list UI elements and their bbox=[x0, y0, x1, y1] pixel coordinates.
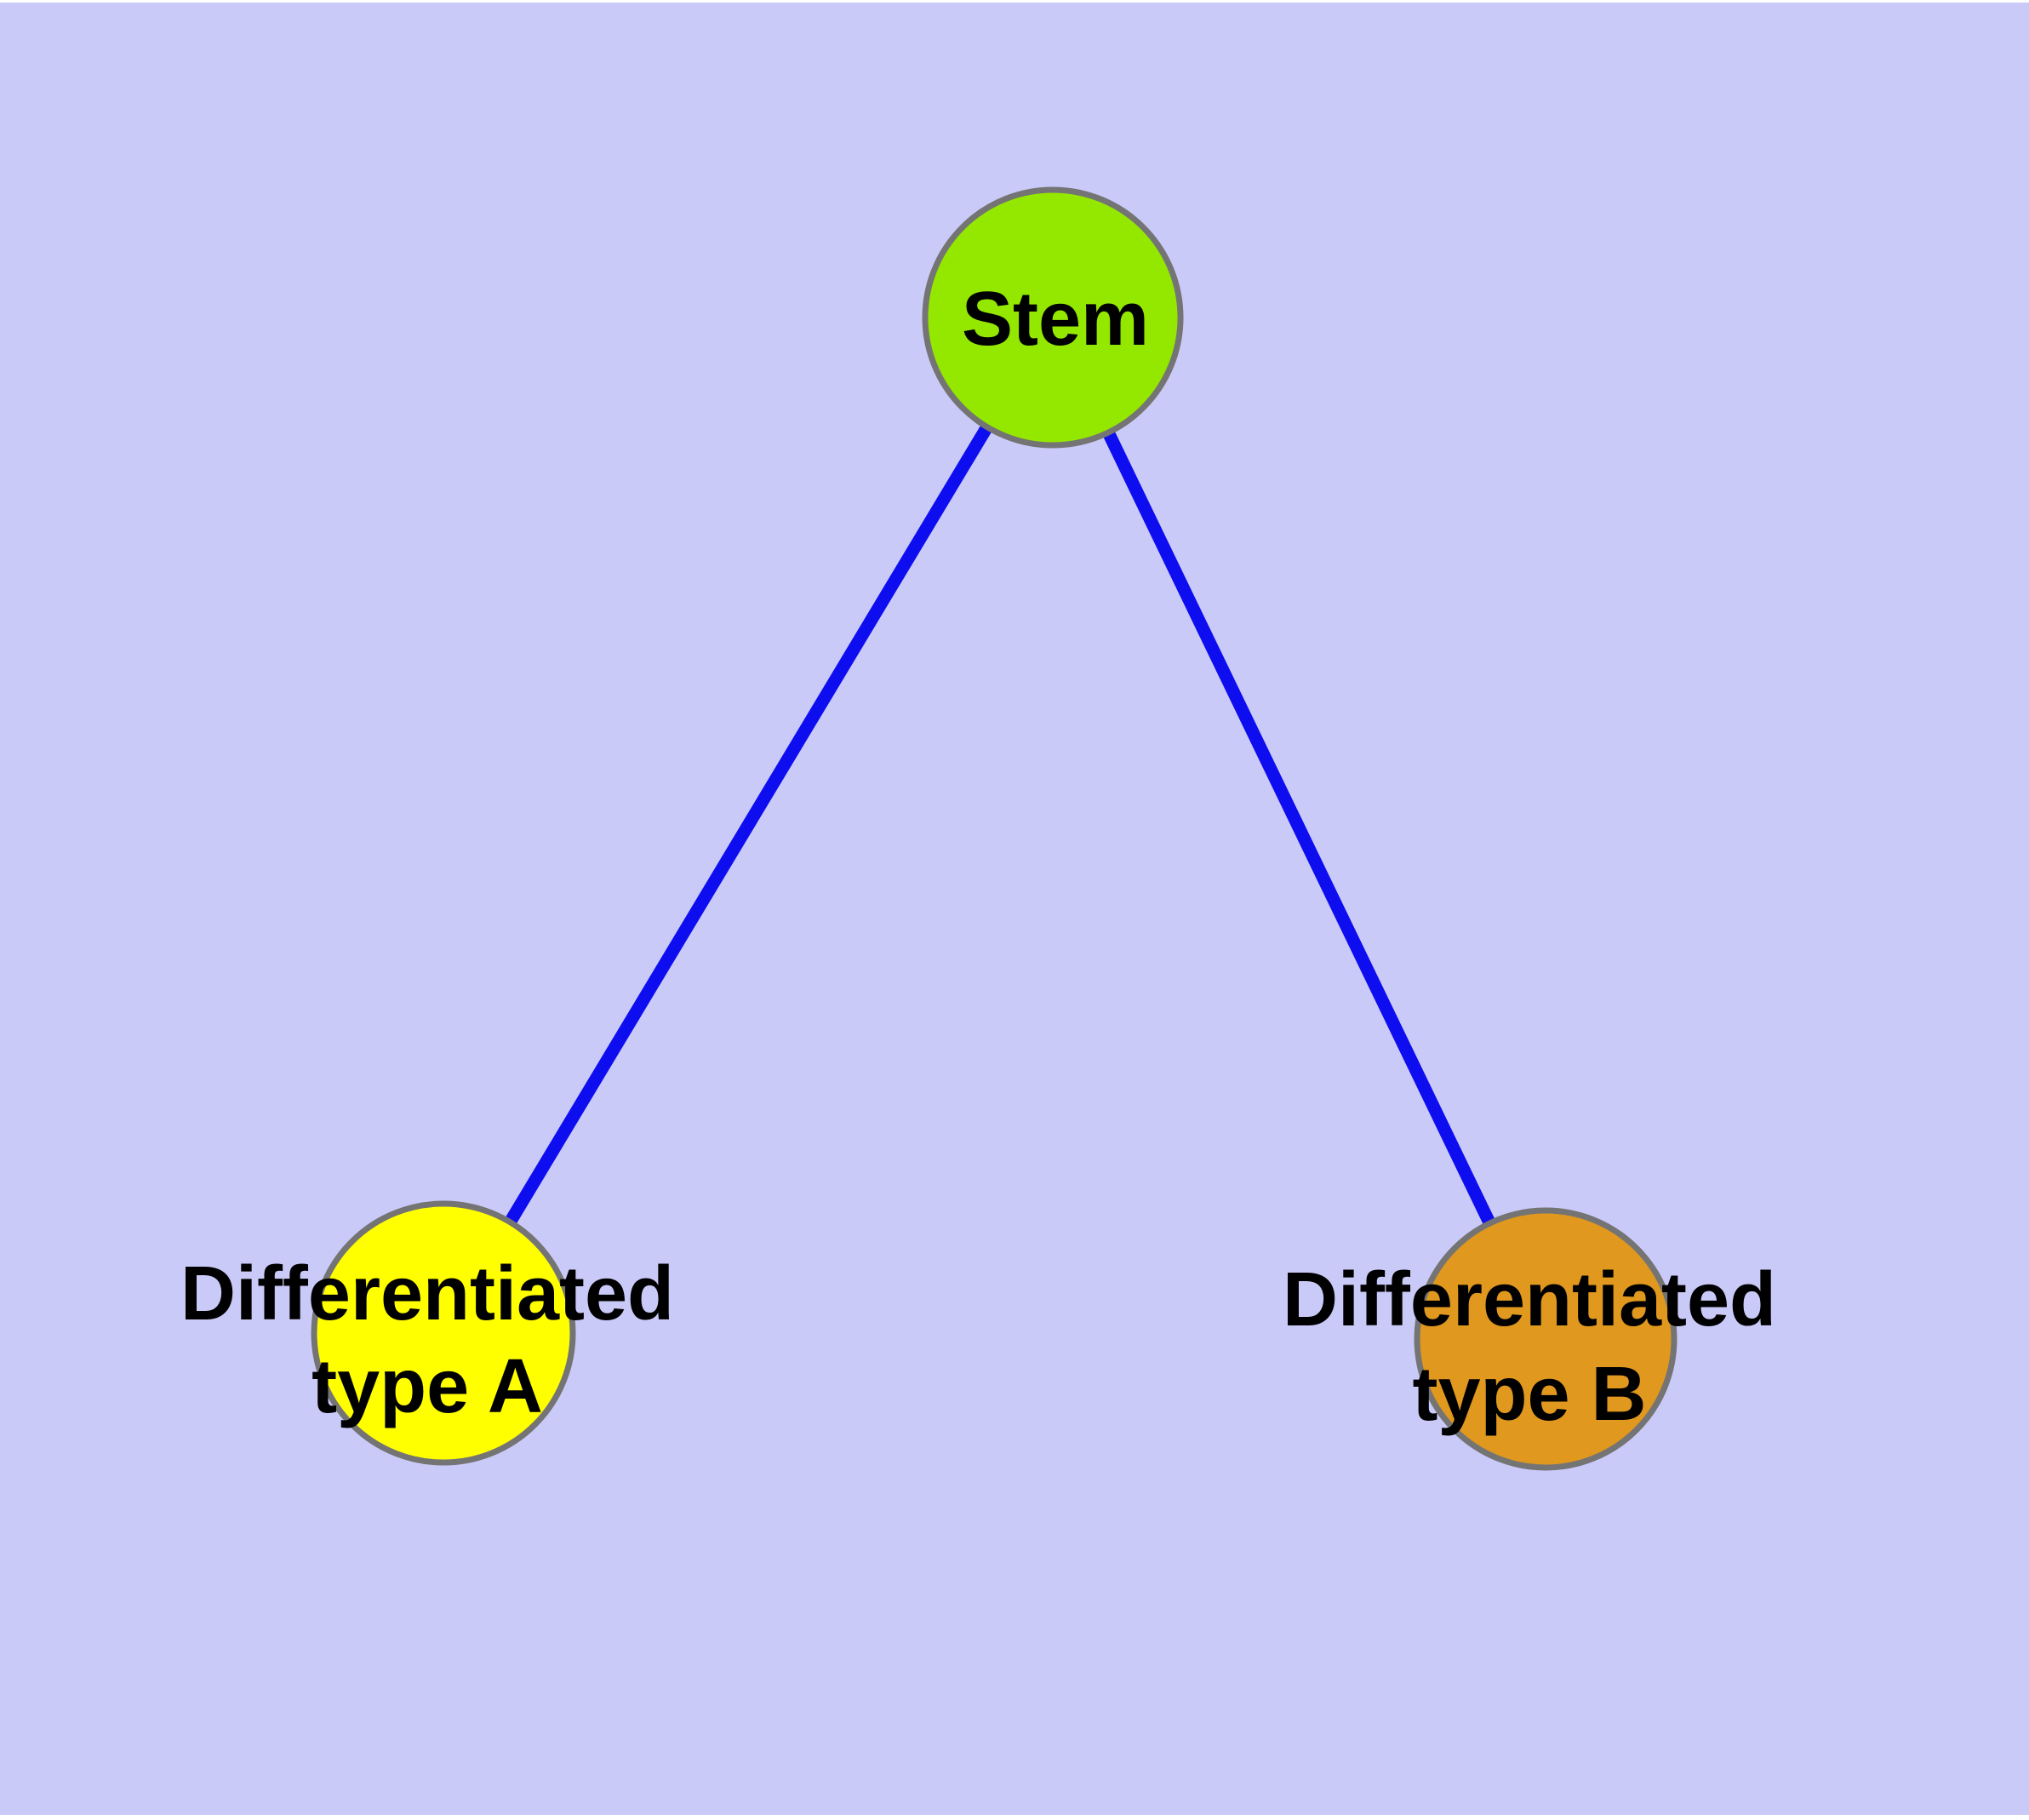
node-type-a-label-line2: type A bbox=[311, 1344, 543, 1429]
node-type-b-label-line1: Differentiated bbox=[1283, 1257, 1776, 1342]
node-type-a-label-line1: Differentiated bbox=[180, 1251, 674, 1336]
node-stem bbox=[922, 186, 1184, 449]
node-differentiated-type-a bbox=[311, 1200, 576, 1466]
edge-stem-to-type-b bbox=[1047, 314, 1552, 1342]
node-type-b-label-line2: type B bbox=[1412, 1352, 1646, 1437]
node-stem-label: Stem bbox=[962, 277, 1149, 362]
node-differentiated-type-b bbox=[1414, 1207, 1677, 1471]
edge-stem-to-type-a bbox=[437, 314, 1059, 1336]
